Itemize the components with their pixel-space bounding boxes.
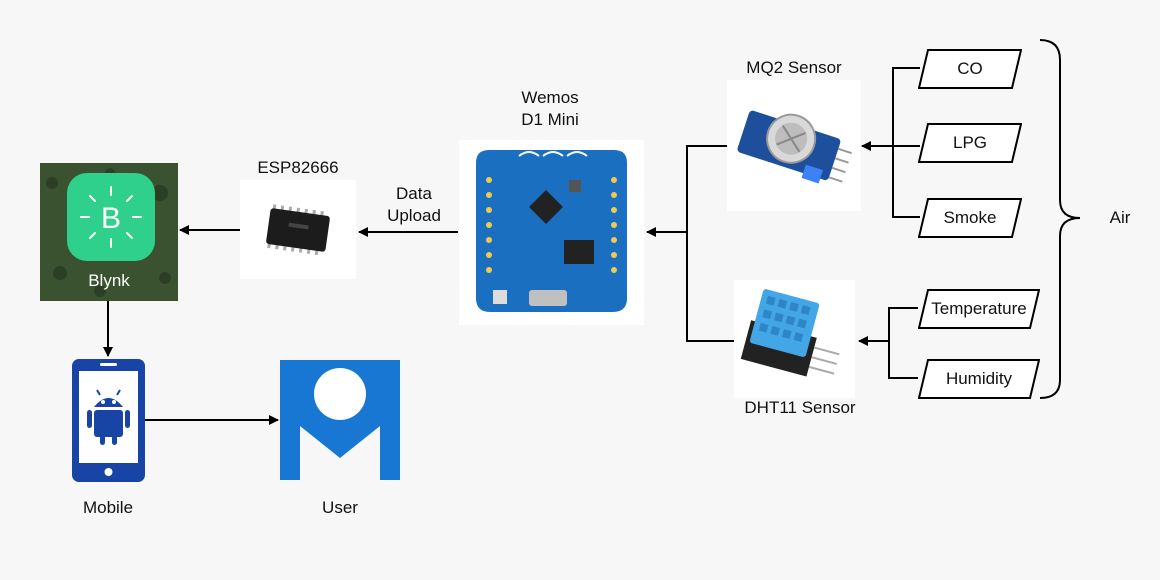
svg-text:B: B: [101, 202, 121, 235]
climate-connector: [888, 307, 918, 379]
user-icon: [280, 360, 400, 480]
android-icon: [87, 389, 130, 445]
co-label: CO: [957, 59, 983, 78]
co-connector: [892, 67, 920, 218]
wemos-line1: Wemos: [521, 88, 579, 107]
temperature-label: Temperature: [931, 299, 1027, 318]
esp-label: ESP82666: [257, 158, 339, 177]
wemos-label: Wemos D1 Mini: [490, 87, 610, 131]
blynk-logo-icon: B: [67, 173, 155, 261]
air-label: Air: [1109, 208, 1131, 227]
humidity-label: Humidity: [945, 369, 1013, 388]
user-label: User: [322, 498, 358, 517]
lpg-label: LPG: [952, 133, 988, 152]
humidity-box: Humidity: [918, 359, 1040, 399]
smoke-label: Smoke: [943, 208, 997, 227]
lpg-box: LPG: [918, 123, 1022, 163]
wemos-board-icon: [476, 150, 627, 312]
dht-sensor-card: [734, 280, 855, 398]
data-upload-label: Data Upload: [372, 183, 456, 227]
esp-chip-icon: [266, 204, 330, 255]
dht-label: DHT11 Sensor: [744, 398, 856, 417]
mq2-label: MQ2 Sensor: [746, 58, 842, 77]
blynk-app-tile[interactable]: B Blynk: [40, 163, 178, 301]
esp-chip-card: [240, 180, 356, 279]
wemos-board-card: [459, 140, 644, 325]
data-upload-line2: Upload: [387, 206, 441, 225]
blynk-label: Blynk: [88, 271, 130, 290]
co-box: CO: [918, 49, 1022, 89]
data-upload-line1: Data: [396, 184, 432, 203]
air-brace: [1039, 39, 1081, 399]
mq2-sensor-icon: [737, 110, 852, 184]
temperature-box: Temperature: [918, 289, 1040, 329]
wemos-line2: D1 Mini: [521, 110, 579, 129]
dht-sensor-icon: [740, 289, 840, 377]
mobile-phone-icon: [72, 359, 145, 482]
mq2-to-wemos: [686, 145, 734, 342]
smoke-box: Smoke: [918, 198, 1022, 238]
mq2-sensor-card: [727, 80, 861, 211]
mobile-label: Mobile: [82, 498, 134, 517]
